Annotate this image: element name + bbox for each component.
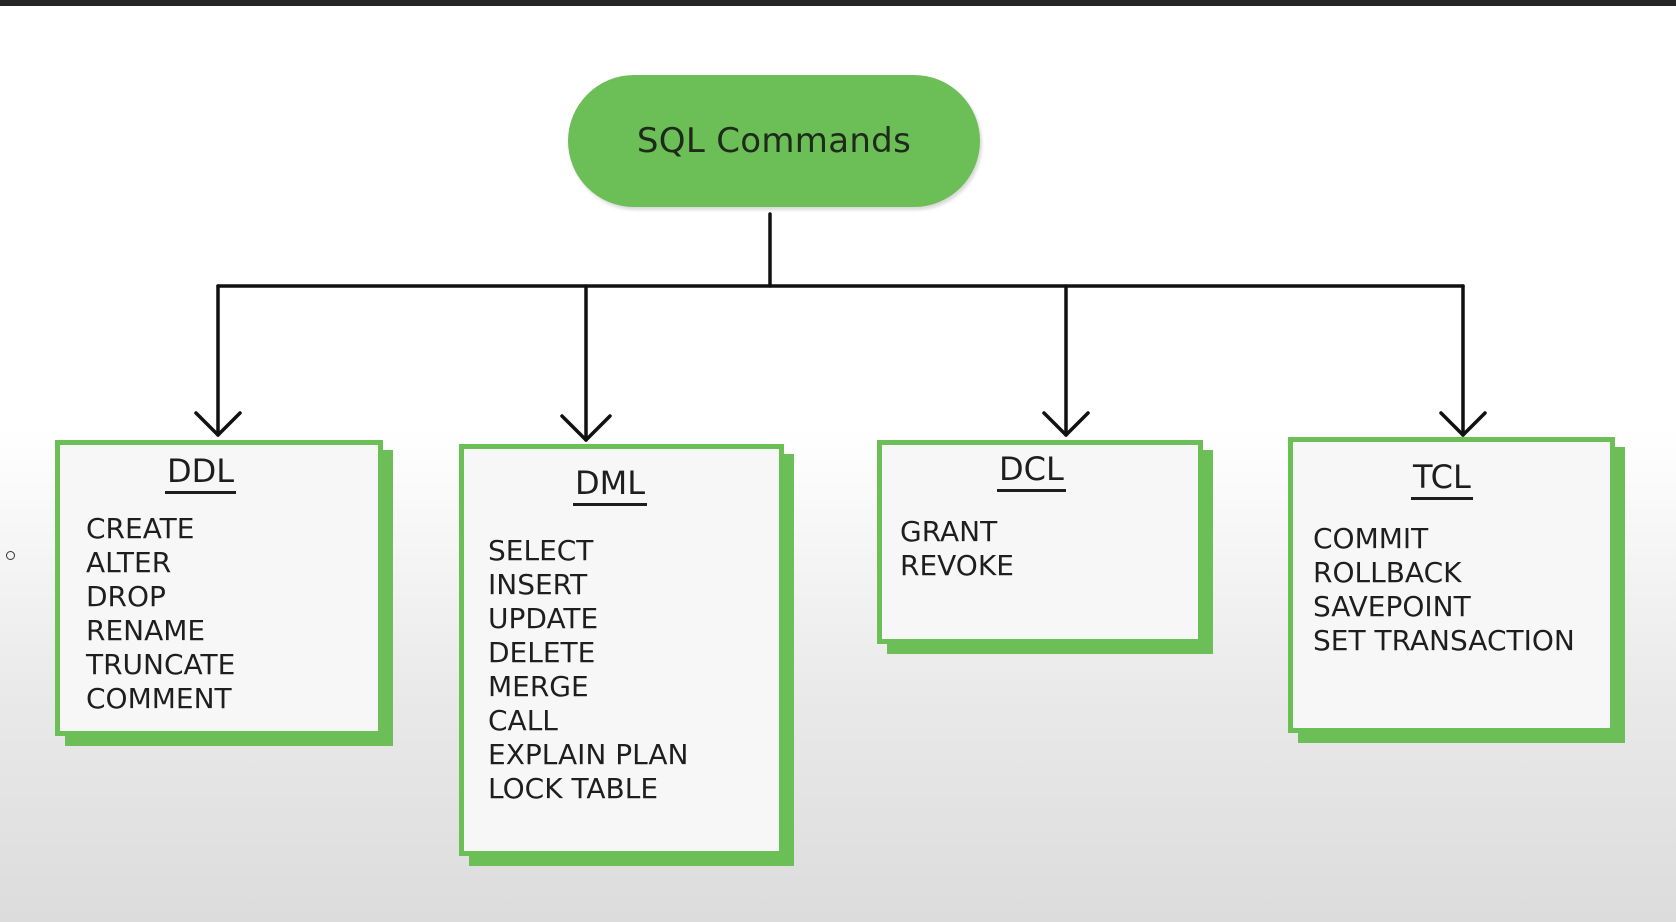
dcl-title: DCL	[997, 449, 1066, 492]
side-dot	[6, 551, 15, 560]
ddl-box: DDL CREATE ALTER DROP RENAME TRUNCATE CO…	[55, 440, 383, 736]
command-item: DROP	[86, 580, 166, 613]
dcl-command-list: GRANT REVOKE	[900, 515, 1014, 583]
top-edge-bar	[0, 0, 1676, 6]
tcl-title: TCL	[1411, 457, 1473, 500]
command-item: ALTER	[86, 546, 172, 579]
command-item: SAVEPOINT	[1313, 590, 1471, 623]
command-item: LOCK TABLE	[488, 772, 659, 805]
command-item: INSERT	[488, 568, 588, 601]
command-item: COMMENT	[86, 682, 232, 715]
root-label: SQL Commands	[636, 121, 912, 161]
command-item: COMMIT	[1313, 522, 1429, 555]
ddl-title: DDL	[165, 451, 237, 494]
command-item: CALL	[488, 704, 558, 737]
ddl-command-list: CREATE ALTER DROP RENAME TRUNCATE COMMEN…	[86, 512, 235, 716]
tcl-box: TCL COMMIT ROLLBACK SAVEPOINT SET TRANSA…	[1288, 437, 1615, 733]
command-item: UPDATE	[488, 602, 599, 635]
command-item: TRUNCATE	[86, 648, 236, 681]
dcl-arrowhead	[1042, 411, 1090, 437]
command-item: ROLLBACK	[1313, 556, 1462, 589]
command-item: MERGE	[488, 670, 589, 703]
command-item: SET TRANSACTION	[1313, 624, 1575, 657]
command-item: REVOKE	[900, 549, 1014, 582]
command-item: SELECT	[488, 534, 594, 567]
command-item: RENAME	[86, 614, 206, 647]
dml-box: DML SELECT INSERT UPDATE DELETE MERGE CA…	[459, 444, 784, 856]
command-item: CREATE	[86, 512, 195, 545]
sql-commands-root-node: SQL Commands	[568, 75, 980, 207]
tcl-command-list: COMMIT ROLLBACK SAVEPOINT SET TRANSACTIO…	[1313, 522, 1575, 658]
command-item: DELETE	[488, 636, 596, 669]
dml-title: DML	[573, 463, 648, 506]
dcl-box: DCL GRANT REVOKE	[877, 440, 1203, 644]
tcl-arrowhead	[1439, 411, 1487, 437]
command-item: GRANT	[900, 515, 998, 548]
ddl-arrowhead	[194, 411, 242, 437]
command-item: EXPLAIN PLAN	[488, 738, 689, 771]
dml-arrowhead	[560, 414, 612, 442]
dml-command-list: SELECT INSERT UPDATE DELETE MERGE CALL E…	[488, 534, 688, 806]
